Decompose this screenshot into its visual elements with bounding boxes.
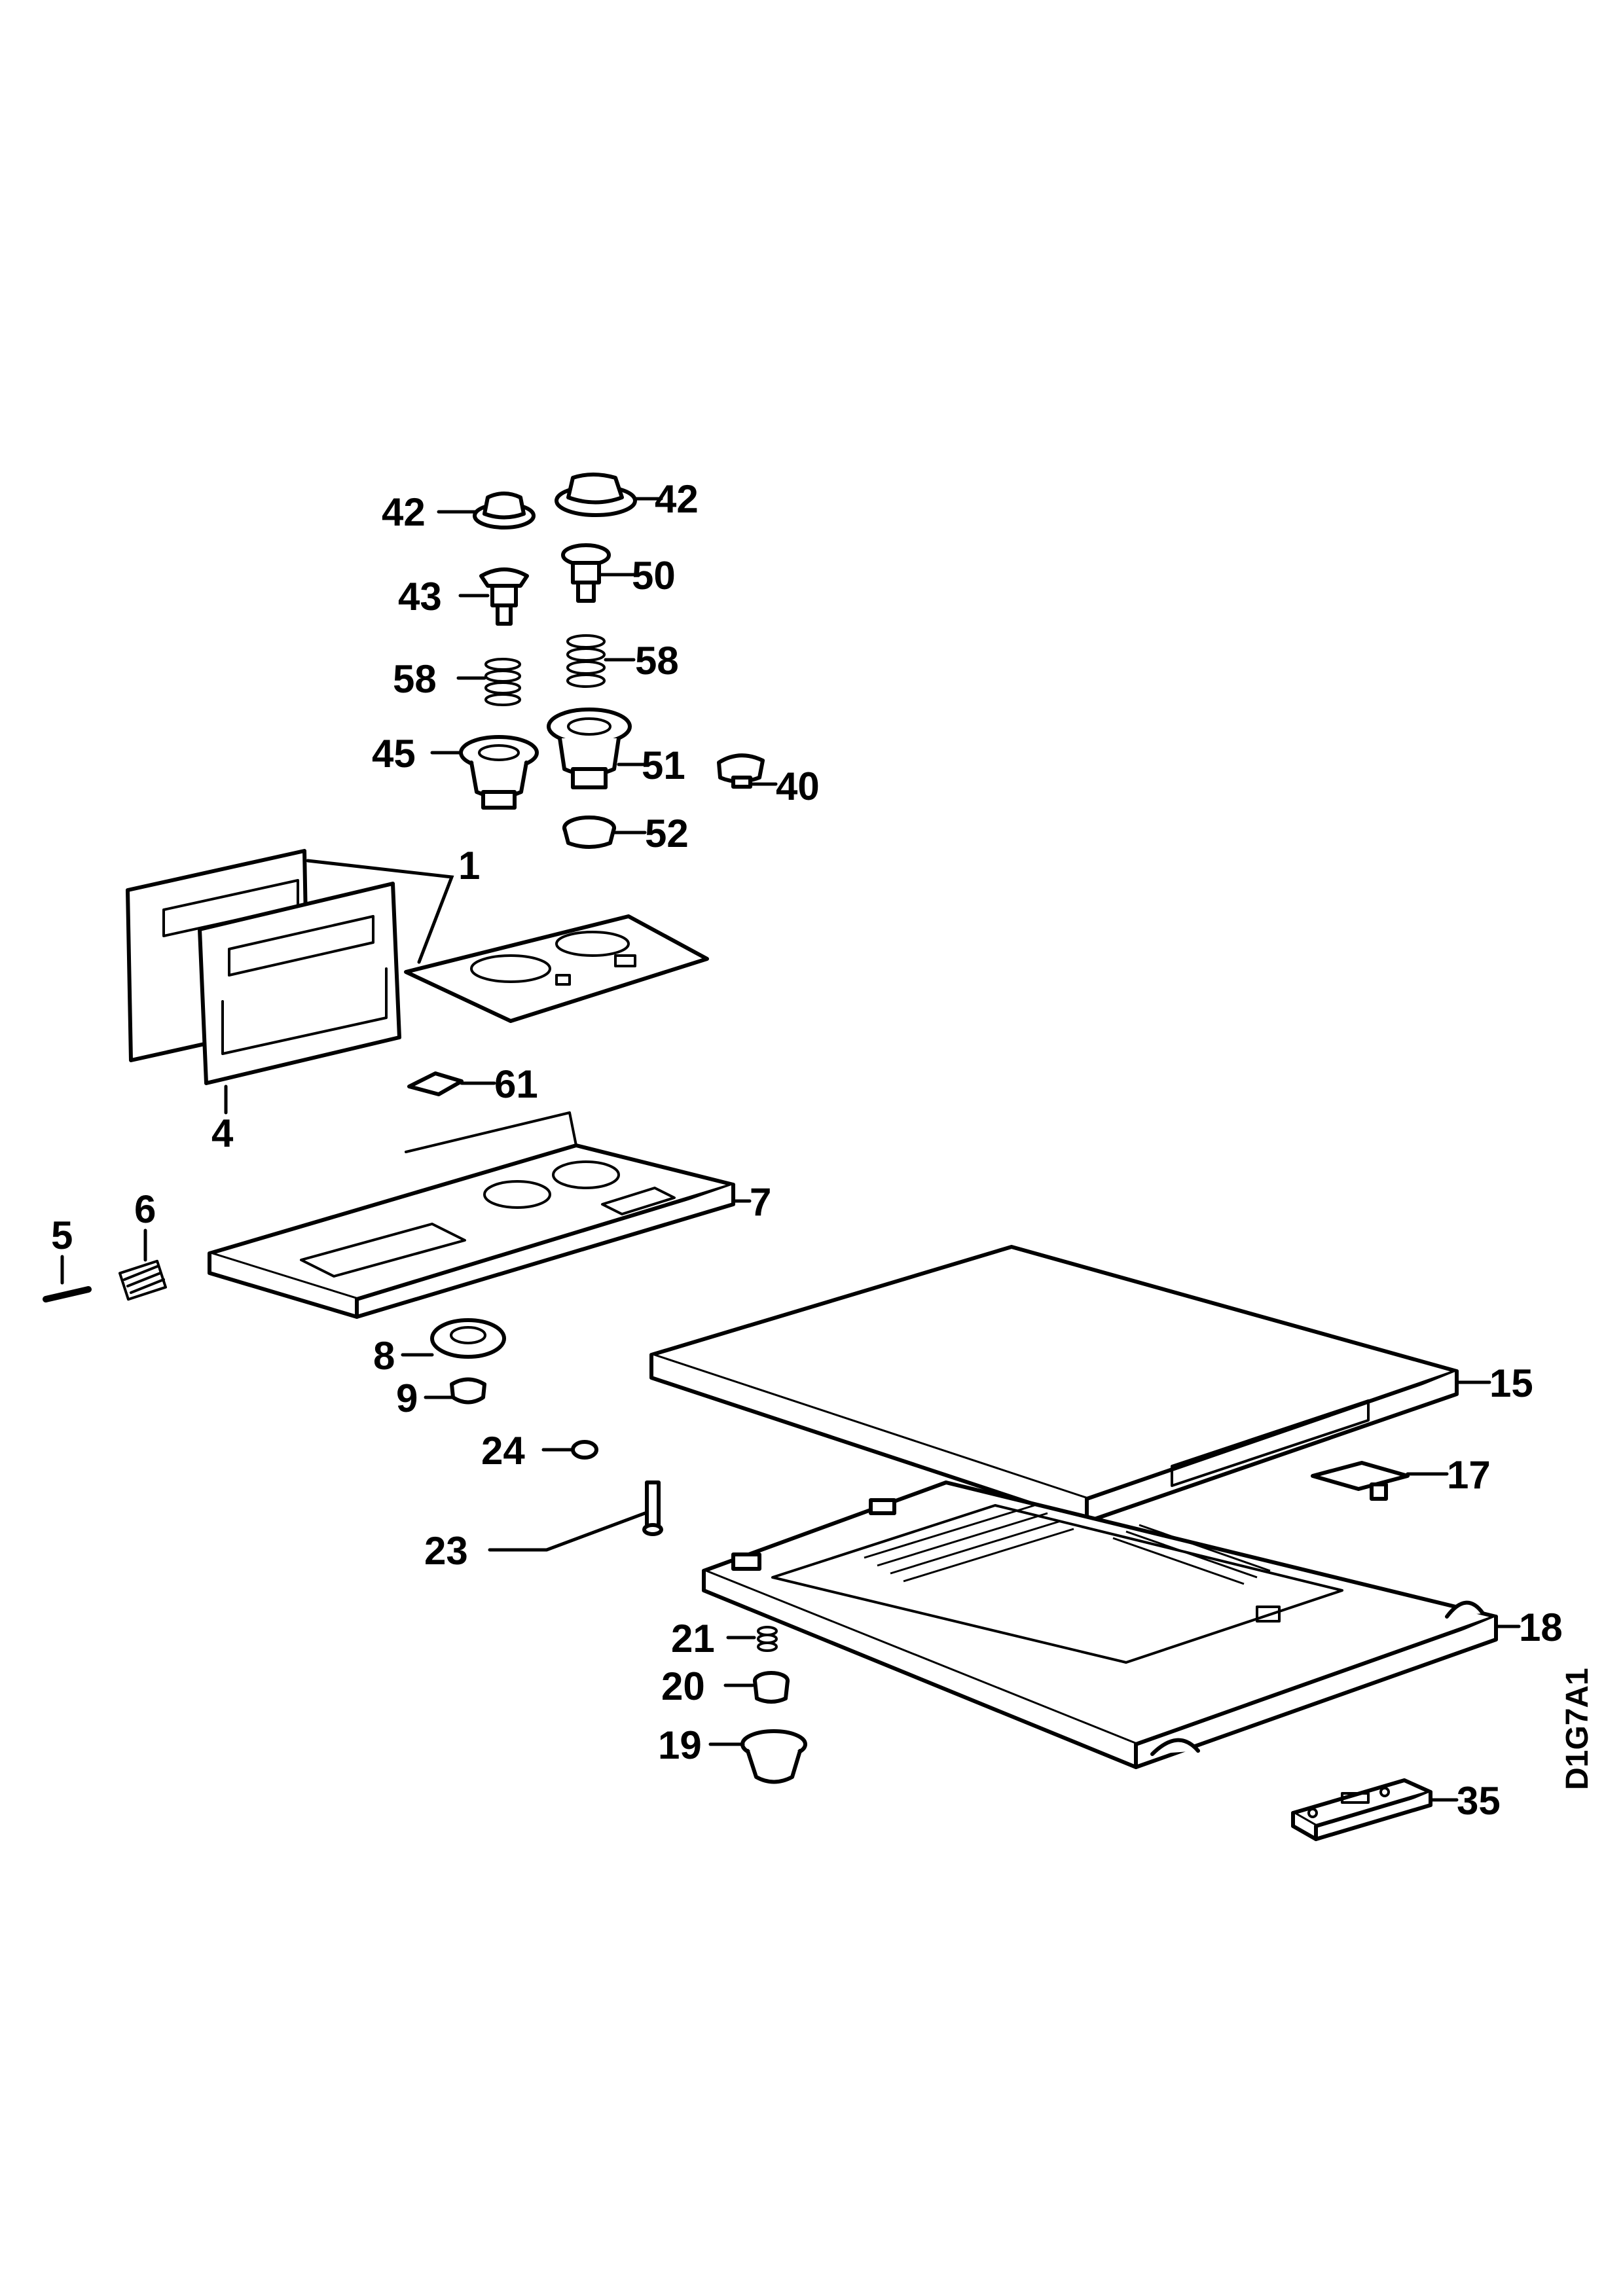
gasket-61 bbox=[407, 1071, 464, 1096]
rod-23 bbox=[642, 1480, 663, 1536]
pin-5 bbox=[43, 1286, 92, 1302]
drawing-reference-code: D1G7A1 bbox=[1560, 1668, 1595, 1790]
hinge-plate-35 bbox=[1291, 1778, 1432, 1841]
leader-1 bbox=[306, 859, 454, 964]
control-plate-1 bbox=[404, 914, 709, 1023]
cap-9 bbox=[450, 1377, 486, 1405]
bezel-45 bbox=[459, 735, 539, 810]
foot-19 bbox=[740, 1729, 807, 1784]
spring-6 bbox=[118, 1259, 168, 1301]
knob-cap-40 bbox=[717, 753, 765, 789]
callout-17: 17 bbox=[1447, 1453, 1491, 1497]
nut-52 bbox=[562, 816, 616, 849]
leader-23 bbox=[488, 1511, 647, 1552]
callout-42-left: 42 bbox=[382, 490, 426, 534]
callout-43: 43 bbox=[398, 575, 442, 619]
bracket-17 bbox=[1311, 1461, 1410, 1501]
callout-9: 9 bbox=[396, 1376, 418, 1420]
frame-18 bbox=[702, 1480, 1498, 1769]
callout-50: 50 bbox=[632, 554, 676, 598]
callout-51: 51 bbox=[642, 744, 685, 787]
callout-58-right: 58 bbox=[635, 639, 679, 683]
screw-24 bbox=[571, 1440, 598, 1460]
cap-20 bbox=[753, 1671, 790, 1704]
callout-42-right: 42 bbox=[655, 477, 699, 521]
spindle-50 bbox=[561, 543, 611, 603]
spindle-43 bbox=[479, 567, 529, 626]
callout-8: 8 bbox=[373, 1334, 395, 1378]
callout-61: 61 bbox=[494, 1062, 538, 1106]
callout-35: 35 bbox=[1457, 1779, 1501, 1823]
callout-40: 40 bbox=[776, 764, 820, 808]
front-panel-4 bbox=[126, 849, 401, 1085]
callout-45: 45 bbox=[372, 732, 416, 776]
spring-21 bbox=[757, 1626, 778, 1652]
gear-8 bbox=[430, 1318, 506, 1359]
callout-21: 21 bbox=[671, 1617, 715, 1660]
callout-23: 23 bbox=[424, 1529, 468, 1573]
callout-7: 7 bbox=[750, 1180, 771, 1224]
callout-24: 24 bbox=[481, 1429, 525, 1473]
callout-4: 4 bbox=[211, 1111, 234, 1155]
callout-20: 20 bbox=[661, 1664, 705, 1708]
spring-58-left bbox=[484, 658, 521, 706]
callout-15: 15 bbox=[1489, 1361, 1533, 1405]
callout-19: 19 bbox=[658, 1723, 702, 1767]
callout-58-left: 58 bbox=[393, 657, 437, 701]
callout-5: 5 bbox=[51, 1213, 73, 1257]
lid-15 bbox=[649, 1245, 1459, 1524]
spring-58-right bbox=[566, 634, 606, 688]
base-plate-7 bbox=[208, 1111, 735, 1319]
knob-42-left bbox=[473, 492, 536, 529]
callout-18: 18 bbox=[1519, 1605, 1563, 1649]
callout-52: 52 bbox=[645, 812, 689, 855]
knob-42-right bbox=[555, 473, 637, 517]
callout-1: 1 bbox=[458, 844, 480, 888]
bezel-51 bbox=[547, 708, 632, 789]
callout-6: 6 bbox=[134, 1187, 156, 1231]
